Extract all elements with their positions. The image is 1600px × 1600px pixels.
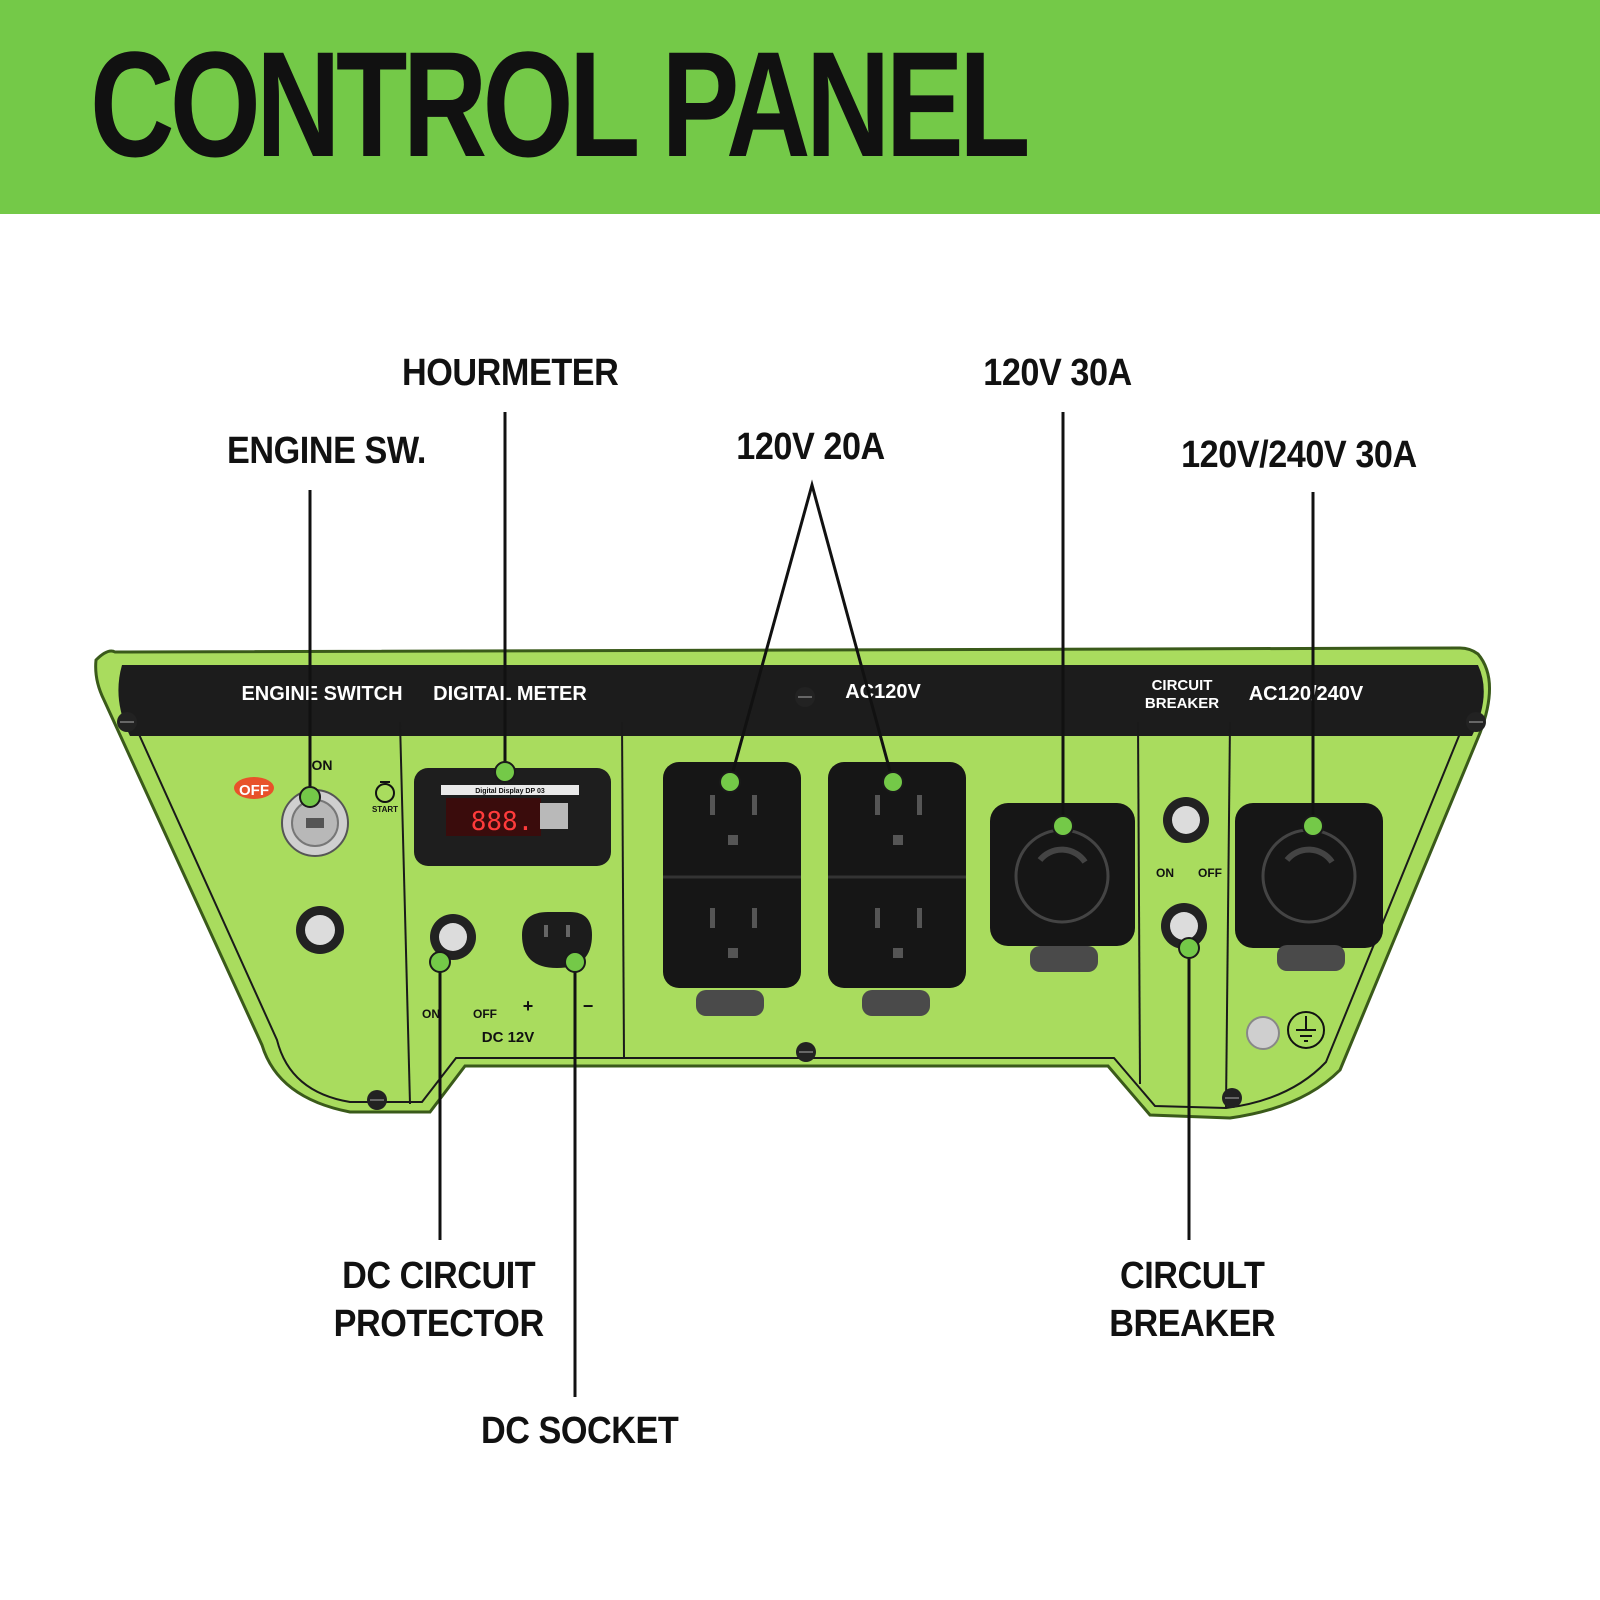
breaker-on-label: ON — [1156, 866, 1174, 880]
callout-dc-circuit-protector-line1: DC CIRCUIT — [342, 1255, 536, 1297]
marker-dc-socket — [564, 951, 586, 973]
engine-on-label: ON — [312, 757, 333, 773]
engine-choke-knob[interactable] — [296, 906, 344, 954]
dc-12v-label: DC 12V — [482, 1029, 535, 1046]
callout-circuit-breaker: CIRCULT BREAKER — [1109, 1252, 1275, 1348]
hourmeter-display — [414, 768, 611, 866]
engine-off-label: OFF — [239, 782, 269, 799]
panel-label-engine-switch: ENGINE SWITCH — [241, 683, 402, 705]
outlet-30a-twistlock[interactable] — [990, 803, 1135, 972]
meter-reading: 888. — [471, 807, 534, 837]
callout-circuit-breaker-line1: CIRCULT — [1120, 1255, 1265, 1297]
screw-icon — [795, 687, 815, 707]
dc-plus-label: + — [523, 996, 534, 1016]
outlet-20a-right[interactable] — [828, 762, 966, 1016]
callout-240v: 120V/240V 30A — [1181, 434, 1417, 476]
callout-circuit-breaker-line2: BREAKER — [1109, 1303, 1276, 1345]
outlet-20a-left[interactable] — [663, 762, 801, 1016]
callout-30a: 120V 30A — [983, 352, 1132, 394]
section-divider — [399, 721, 411, 1105]
dc-circuit-protector-button[interactable] — [430, 914, 476, 960]
callout-dc-circuit-protector: DC CIRCUIT PROTECTOR — [334, 1252, 544, 1348]
screw-icon — [367, 1090, 387, 1110]
marker-circuit-breaker — [1178, 937, 1200, 959]
section-divider — [621, 721, 625, 1059]
panel-inner-outline — [127, 709, 1464, 1110]
section-divider — [1137, 721, 1141, 1085]
section-divider — [1225, 721, 1231, 1109]
leader-line-20a — [728, 479, 895, 783]
engine-off-badge — [234, 777, 274, 799]
engine-start-icon — [375, 781, 395, 803]
callout-hourmeter: HOURMETER — [402, 352, 619, 394]
panel-label-circuit-breaker-1: CIRCUIT — [1152, 677, 1213, 694]
circuit-breaker-bottom-button[interactable] — [1161, 903, 1207, 949]
panel-label-circuit-breaker-2: BREAKER — [1145, 695, 1219, 712]
marker-30a — [1052, 815, 1074, 837]
screw-icon — [1222, 1088, 1242, 1108]
panel-label-ac120: AC120V — [845, 681, 921, 703]
marker-240v — [1302, 815, 1324, 837]
meter-brand-label: Digital Display DP 03 — [475, 788, 545, 795]
page-title: CONTROL PANEL — [90, 20, 1031, 188]
dc-minus-label: − — [583, 996, 594, 1016]
breaker-off-label: OFF — [1198, 866, 1222, 880]
panel-label-ac120-240: AC120/240V — [1249, 683, 1364, 705]
ground-icon — [1287, 1011, 1325, 1049]
marker-20a-left — [719, 771, 741, 793]
circuit-breaker-top-button[interactable] — [1163, 797, 1209, 843]
callout-engine-switch: ENGINE SW. — [227, 430, 426, 472]
callout-dc-circuit-protector-line2: PROTECTOR — [333, 1303, 544, 1345]
ground-terminal[interactable] — [1246, 1016, 1280, 1050]
screw-icon — [796, 1042, 816, 1062]
engine-start-label: START — [372, 805, 398, 814]
marker-hourmeter — [494, 761, 516, 783]
header-bar — [0, 0, 1600, 214]
marker-dc-protector — [429, 951, 451, 973]
marker-engine-switch — [299, 786, 321, 808]
screw-icon — [1466, 712, 1486, 732]
dc-on-label: ON — [422, 1007, 440, 1021]
screw-icon — [117, 712, 137, 732]
marker-20a-right — [882, 771, 904, 793]
callout-dc-socket: DC SOCKET — [480, 1410, 679, 1452]
callout-20a: 120V 20A — [736, 426, 885, 468]
dc-off-label: OFF — [473, 1007, 497, 1021]
panel-label-digital-meter: DIGITAL METER — [433, 683, 587, 705]
